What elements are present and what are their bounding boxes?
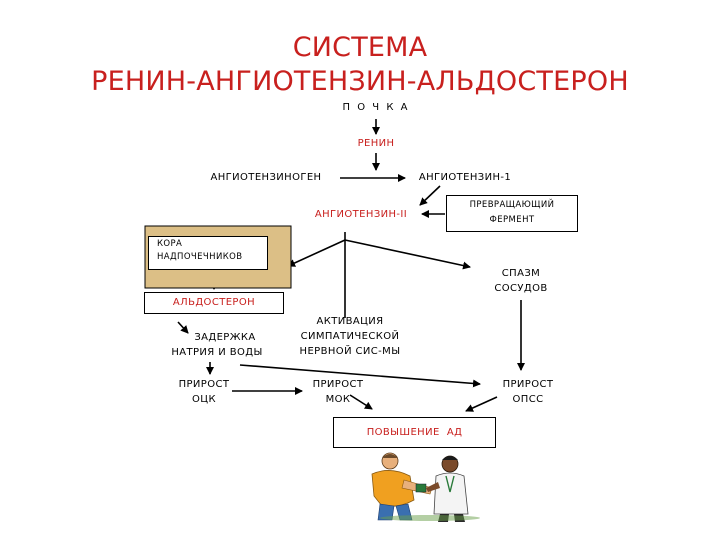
vessel-spasm-line-2: СОСУДОВ (494, 283, 548, 294)
mok-increase-node: ПРИРОСТ МОК (302, 377, 374, 407)
adrenal-line-2: НАДПОЧЕЧНИКОВ (157, 252, 243, 262)
mok-line-2: МОК (325, 394, 351, 405)
bp-increase-label: ПОВЫШЕНИЕ АД (366, 427, 463, 438)
title-line-1: СИСТЕМА (292, 32, 428, 63)
title-line-2: РЕНИН-АНГИОТЕНЗИН-АЛЬДОСТЕРОН (91, 66, 629, 97)
kidney-label: П О Ч К А (342, 102, 410, 113)
angiotensinogen-label: АНГИОТЕНЗИНОГЕН (210, 172, 322, 183)
sympathetic-line-1: АКТИВАЦИЯ (316, 316, 384, 327)
adrenal-cortex-box: КОРА НАДПОЧЕЧНИКОВ (148, 236, 268, 270)
bcv-line-1: ПРИРОСТ (178, 379, 230, 390)
converting-enzyme-line-2: ФЕРМЕНТ (489, 215, 535, 225)
renin-label: РЕНИН (357, 138, 395, 149)
converting-enzyme-line-1: ПРЕВРАЩАЮЩИЙ (469, 200, 555, 210)
opss-line-1: ПРИРОСТ (502, 379, 554, 390)
bcv-increase-node: ПРИРОСТ ОЦК (168, 377, 240, 407)
retention-line-1: ЗАДЕРЖКА (194, 332, 256, 343)
opss-increase-node: ПРИРОСТ ОПСС (490, 377, 566, 407)
adrenal-line-1: КОРА (157, 239, 183, 249)
angiotensin-2-label: АНГИОТЕНЗИН-II (314, 209, 408, 220)
sympathetic-activation-node: АКТИВАЦИЯ СИМПАТИЧЕСКОЙ НЕРВНОЙ СИС-МЫ (285, 314, 415, 359)
retention-line-2: НАТРИЯ И ВОДЫ (171, 347, 263, 358)
aldosterone-label: АЛЬДОСТЕРОН (172, 297, 256, 308)
vessel-spasm-node: СПАЗМ СОСУДОВ (476, 266, 566, 296)
angiotensin-1-label: АНГИОТЕНЗИН-1 (418, 172, 512, 183)
bp-increase-box: ПОВЫШЕНИЕ АД (333, 417, 496, 448)
sympathetic-line-3: НЕРВНОЙ СИС-МЫ (299, 346, 401, 357)
water-sodium-retention-node: ЗАДЕРЖКА НАТРИЯ И ВОДЫ (158, 330, 276, 360)
doctor-patient-illustration (371, 452, 480, 522)
aldosterone-box: АЛЬДОСТЕРОН (144, 292, 284, 314)
mok-line-1: ПРИРОСТ (312, 379, 364, 390)
bcv-line-2: ОЦК (192, 394, 216, 405)
sympathetic-line-2: СИМПАТИЧЕСКОЙ (300, 331, 400, 342)
converting-enzyme-box: ПРЕВРАЩАЮЩИЙ ФЕРМЕНТ (446, 195, 578, 232)
opss-line-2: ОПСС (512, 394, 544, 405)
vessel-spasm-line-1: СПАЗМ (501, 268, 541, 279)
